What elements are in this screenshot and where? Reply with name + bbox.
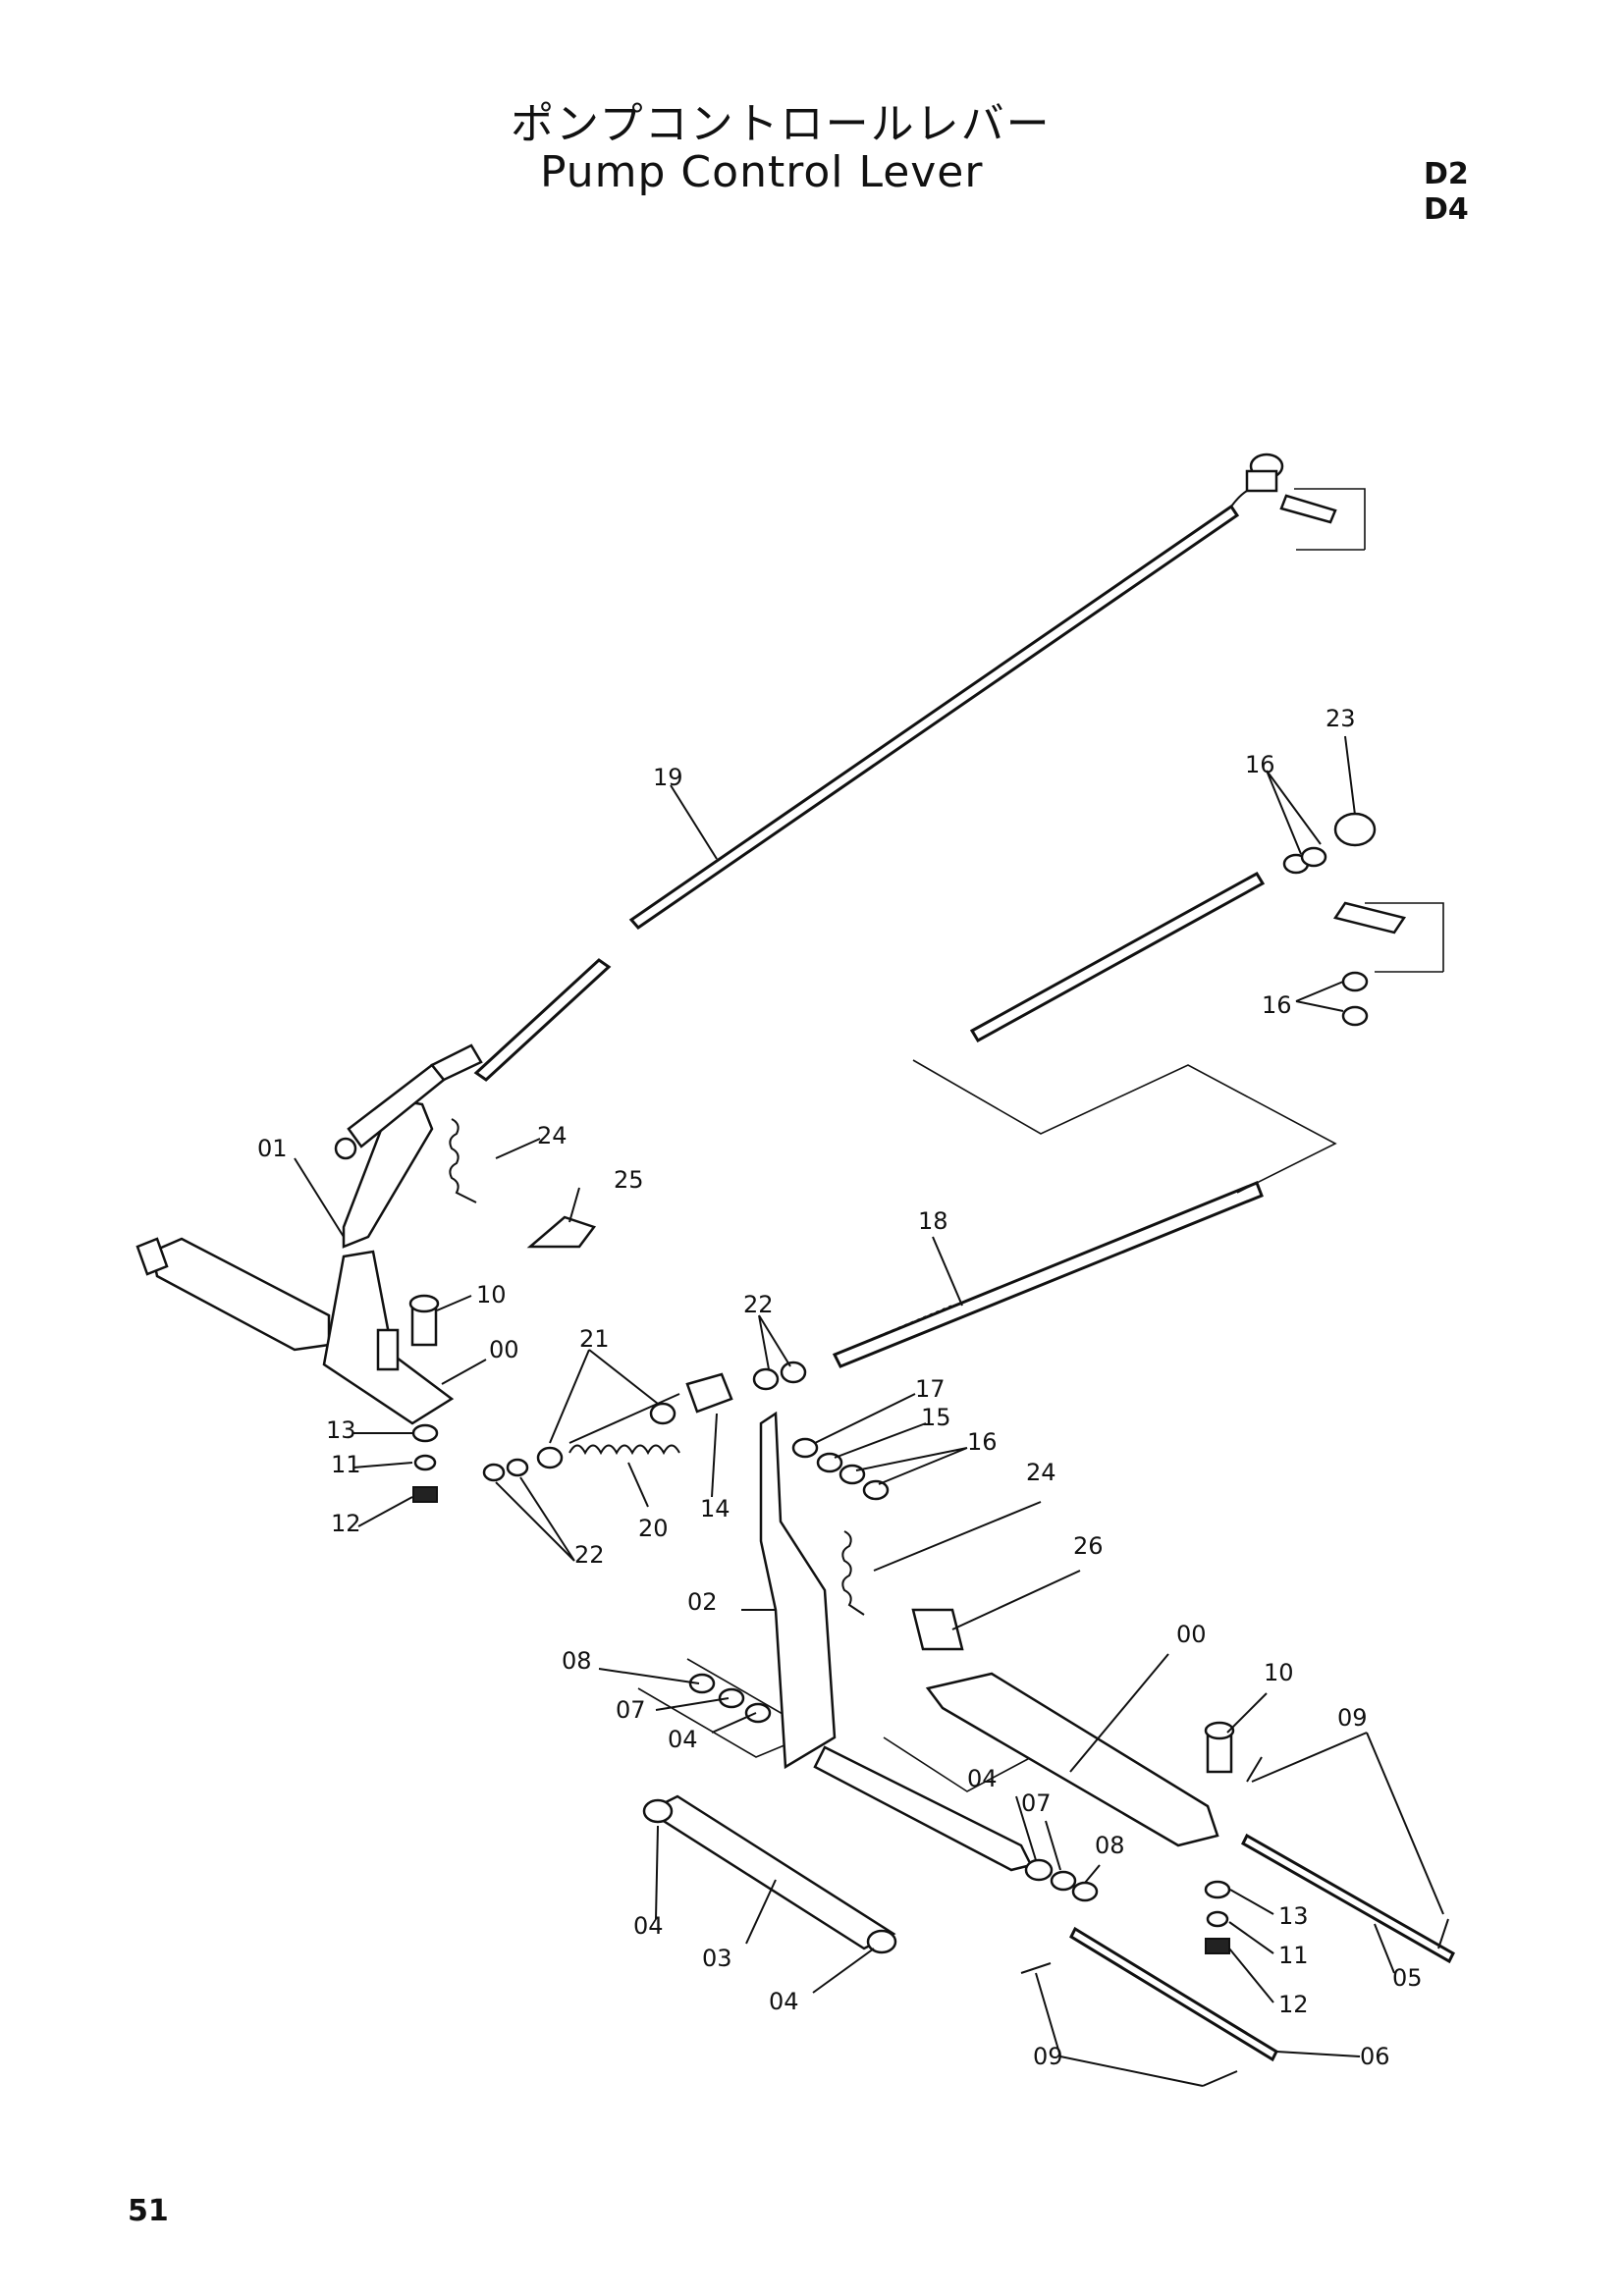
callout-03: 03	[702, 1945, 732, 1972]
callout-16-top: 16	[1245, 751, 1275, 778]
callout-18: 18	[918, 1207, 948, 1235]
model-code-d4: D4	[1424, 192, 1469, 227]
callout-10-upper: 10	[476, 1281, 507, 1308]
callout-00-lower: 00	[1176, 1621, 1207, 1648]
callout-06: 06	[1360, 2043, 1390, 2070]
callout-14: 14	[700, 1495, 730, 1522]
rod-18	[832, 1181, 1264, 1368]
callout-04-bottom: 04	[769, 1988, 799, 2015]
callout-07-left: 07	[616, 1696, 646, 1724]
callout-26: 26	[1073, 1532, 1104, 1560]
callout-01: 01	[257, 1135, 288, 1162]
control-cable-upper	[473, 453, 1366, 1082]
callout-labels: 19 23 16 16 24 25 01 18 10 00 22 21 17 1…	[257, 705, 1423, 2070]
callout-08-left: 08	[562, 1647, 592, 1675]
callout-16-mid: 16	[1262, 991, 1292, 1019]
callout-22-upper: 22	[743, 1291, 774, 1318]
callout-20: 20	[638, 1515, 669, 1542]
callout-22-lower: 22	[574, 1541, 605, 1569]
callout-04-center: 04	[967, 1765, 998, 1792]
callout-10-lower: 10	[1264, 1659, 1294, 1686]
callout-17: 17	[915, 1375, 946, 1403]
callout-24-upper: 24	[537, 1122, 568, 1149]
callout-04-lower-left: 04	[633, 1912, 664, 1940]
callout-19: 19	[653, 764, 683, 791]
spring-20-assembly	[482, 1361, 807, 1482]
callout-05: 05	[1392, 1964, 1423, 1992]
callout-21: 21	[579, 1325, 610, 1353]
callout-04-left-mid: 04	[668, 1726, 698, 1753]
callout-09-bottom: 09	[1033, 2043, 1063, 2070]
callout-13-lower: 13	[1278, 1902, 1309, 1930]
callout-09-right: 09	[1337, 1704, 1368, 1732]
leader-lines	[294, 735, 1444, 2087]
callout-11-lower: 11	[1278, 1942, 1309, 1969]
callout-07-center: 07	[1021, 1789, 1052, 1817]
callout-08-center: 08	[1095, 1832, 1125, 1859]
lever-01-assembly	[135, 1043, 597, 1503]
model-code-d2: D2	[1424, 157, 1469, 191]
page-title-english: Pump Control Lever	[540, 147, 984, 197]
callout-15: 15	[921, 1404, 951, 1431]
cable-end-assembly	[969, 812, 1444, 1043]
callout-12-upper: 12	[331, 1510, 361, 1537]
lever-02	[759, 1411, 964, 1770]
callout-23: 23	[1325, 705, 1356, 732]
callout-11-upper: 11	[331, 1451, 361, 1478]
page-title-japanese: ポンプコントロールレバー	[511, 99, 1052, 149]
callout-00-upper: 00	[489, 1336, 519, 1363]
callout-16-right: 16	[967, 1428, 998, 1456]
page-number: 51	[128, 2194, 169, 2228]
callout-25: 25	[614, 1166, 644, 1194]
shaft-assembly	[642, 1672, 1455, 2087]
callout-13-upper: 13	[326, 1416, 356, 1444]
callout-02: 02	[687, 1588, 718, 1616]
callout-24-lower: 24	[1026, 1459, 1056, 1486]
callout-12-lower: 12	[1278, 1991, 1309, 2018]
